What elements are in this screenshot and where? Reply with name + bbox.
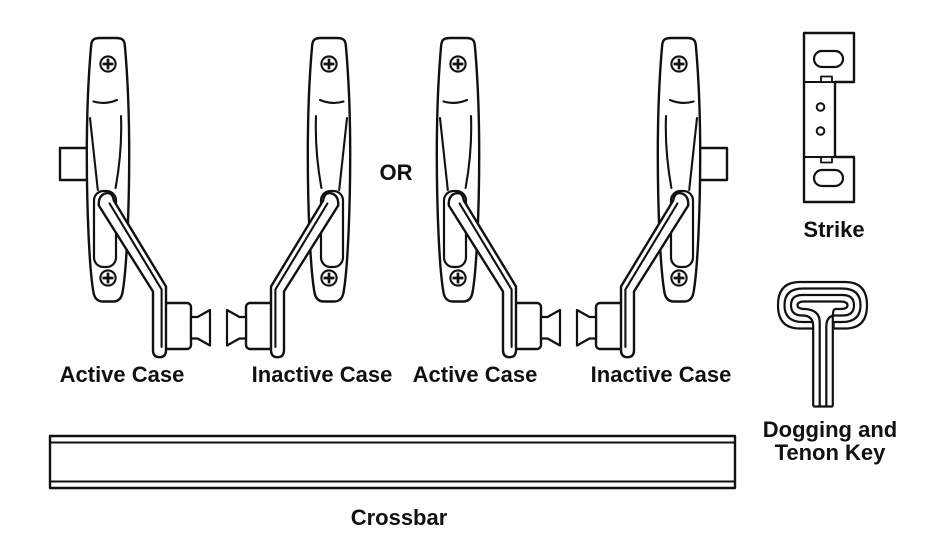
- key-loop-outer: [776, 280, 869, 330]
- dogging-key-drawing: [776, 280, 869, 408]
- active-case-1-label: Active Case: [60, 362, 185, 387]
- strike-slot-top: [812, 49, 845, 69]
- active-case-2-label: Active Case: [413, 362, 538, 387]
- key-loop-inner: [796, 300, 849, 311]
- active-case-2-drawing: [435, 36, 562, 359]
- inactive-case-2-drawing: [575, 36, 729, 359]
- dogging-key-label-line1: Dogging and: [763, 417, 897, 442]
- inactive-case-1-label: Inactive Case: [252, 362, 393, 387]
- or-divider-label: OR: [380, 160, 413, 185]
- key-loop-facet-inner: [789, 293, 856, 317]
- strike-step-notch-top: [820, 75, 833, 83]
- strike-screw-hole-bottom: [815, 126, 826, 136]
- crossbar-label: Crossbar: [351, 505, 448, 530]
- inactive-case-2-label: Inactive Case: [591, 362, 732, 387]
- key-shaft-left-edge: [803, 314, 815, 407]
- crossbar-body: [48, 434, 737, 490]
- strike-drawing: [802, 31, 856, 204]
- active-case-1-drawing: [58, 36, 212, 359]
- strike-label: Strike: [803, 217, 864, 242]
- crossbar-drawing: [48, 434, 737, 490]
- inactive-case-1-drawing: [225, 36, 352, 359]
- strike-slot-bottom: [812, 168, 845, 188]
- latch-bolt-tab: [58, 146, 91, 182]
- latch-bolt-tab: [696, 146, 729, 182]
- dogging-key-label-line2: Tenon Key: [775, 440, 887, 465]
- key-loop-facet-outer: [783, 287, 862, 324]
- key-shaft-right-edge: [831, 308, 836, 407]
- key-shaft-facet-1: [805, 307, 821, 407]
- strike-screw-hole-top: [815, 102, 826, 112]
- strike-step-notch-bottom: [820, 156, 833, 164]
